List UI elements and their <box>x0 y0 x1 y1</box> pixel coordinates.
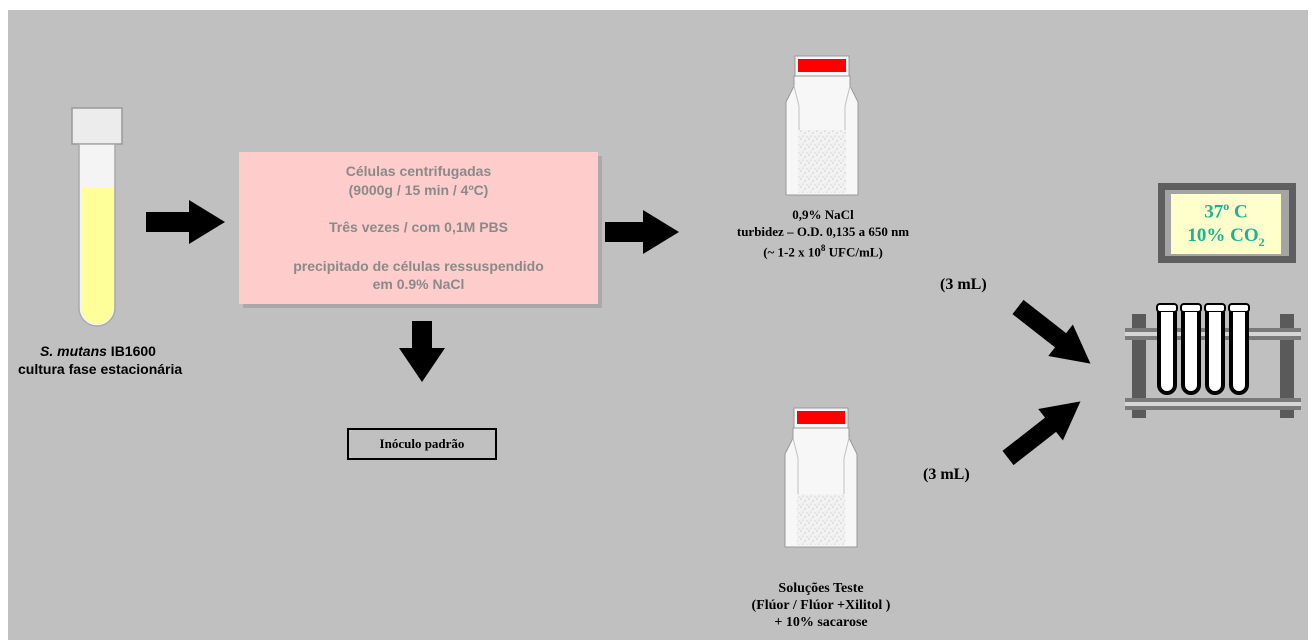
temperature-value: 37 <box>1204 201 1224 223</box>
inoculum-label: Inóculo padrão <box>379 436 465 451</box>
species-name: S. mutans <box>40 343 107 359</box>
temperature-label: 37o C <box>1204 194 1247 224</box>
saline-line-3: (~ 1-2 x 108 UFC/mL) <box>698 240 948 260</box>
process-line-3: Três vezes / com 0,1M PBS <box>329 219 508 235</box>
arrow-diagonal-down <box>1012 299 1091 364</box>
saline-line-3-unit: UFC/mL) <box>825 244 883 260</box>
incubator-conditions: 37o C 10% CO2 <box>1173 193 1279 255</box>
culture-tube-icon <box>71 107 123 327</box>
rack-tube-4 <box>1228 303 1250 395</box>
volume-label-top: (3 mL) <box>940 276 987 293</box>
process-box: Células centrifugadas (9000g / 15 min / … <box>239 152 598 304</box>
process-line-4: precipitado de células ressuspendido <box>293 258 544 274</box>
rack-tube-2 <box>1180 303 1202 395</box>
diagram-canvas: S. mutans IB1600 cultura fase estacionár… <box>8 10 1308 640</box>
co2-label: 10% CO2 <box>1187 224 1264 254</box>
rack-tube-1 <box>1156 303 1178 395</box>
arrow-diagonal-up <box>1002 401 1081 466</box>
saline-line-2: turbidez – O.D. 0,135 a 650 nm <box>736 224 910 239</box>
test-line-3: + 10% sacarose <box>774 615 868 630</box>
test-line-1: Soluções Teste <box>778 581 864 596</box>
saline-line-3-text: (~ 1-2 x 10 <box>763 244 821 260</box>
arrow-right-2 <box>605 210 679 254</box>
arrow-down <box>399 321 445 382</box>
diagram-artwork <box>71 55 1301 548</box>
temperature-unit: C <box>1229 201 1248 223</box>
saline-line-1: 0,9% NaCl <box>792 207 854 222</box>
tube-rack-icon <box>1125 303 1301 418</box>
process-line-1: Células centrifugadas <box>345 163 492 179</box>
test-solution-bottle-icon <box>784 407 858 548</box>
inoculum-box: Inóculo padrão <box>347 428 497 460</box>
test-solution-caption: Soluções Teste (Flúor / Flúor +Xilitol )… <box>726 580 916 631</box>
tube-caption-line2: cultura fase estacionária <box>18 360 183 377</box>
process-line-5: em 0.9% NaCl <box>372 276 465 292</box>
test-line-2: (Flúor / Flúor +Xilitol ) <box>751 598 891 613</box>
degree-mark: o <box>1223 198 1230 213</box>
co2-value: 10% CO <box>1187 225 1259 247</box>
arrow-right-1 <box>146 200 225 244</box>
incubator-display <box>1158 183 1296 263</box>
tube-caption: S. mutans IB1600 cultura fase estacionár… <box>18 343 183 378</box>
volume-label-bottom: (3 mL) <box>923 466 970 483</box>
saline-bottle-icon <box>785 55 859 196</box>
tube-caption-line1: S. mutans IB1600 <box>18 343 178 361</box>
strain-name: IB1600 <box>106 343 156 359</box>
co2-subscript: 2 <box>1258 235 1265 250</box>
saline-exponent: 8 <box>820 243 826 253</box>
rack-tube-3 <box>1204 303 1226 395</box>
process-line-2: (9000g / 15 min / 4ºC) <box>348 182 489 198</box>
saline-caption: 0,9% NaCl turbidez – O.D. 0,135 a 650 nm… <box>698 206 948 260</box>
